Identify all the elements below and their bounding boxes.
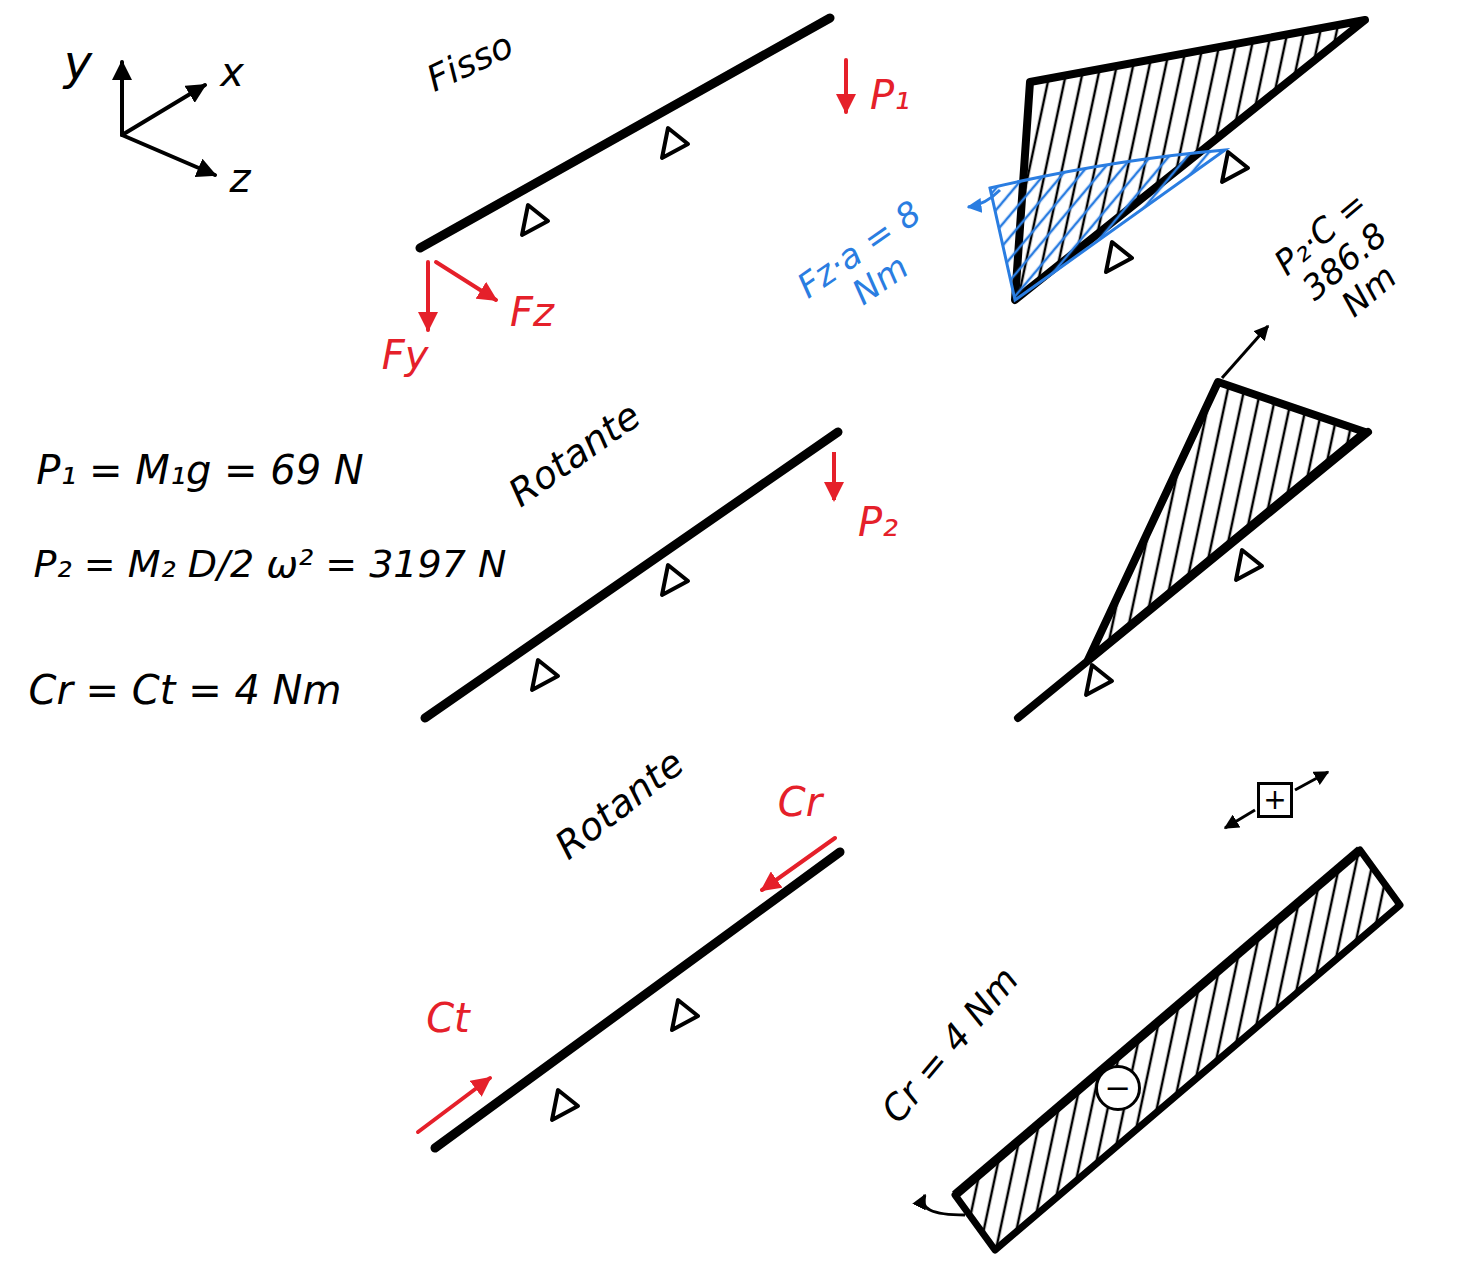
load-label: Fz <box>510 290 554 334</box>
support-type: Rotante <box>548 742 692 867</box>
load-label: P₂ <box>858 500 898 544</box>
load-label: Fy <box>382 333 429 377</box>
load-label: Cr <box>778 780 822 824</box>
formula: Cr = Ct = 4 Nm <box>29 668 342 712</box>
sign-symbol: − <box>1095 1065 1141 1111</box>
load-label: Ct <box>426 996 470 1040</box>
support-type: Fisso <box>421 25 520 99</box>
torque-value: Cr = 4 Nm <box>874 960 1026 1130</box>
load-label: P₁ <box>870 73 910 117</box>
sign-symbol: + <box>1257 782 1293 818</box>
axis-label: y <box>64 36 92 89</box>
moment-value: Fz·a = 8 Nm <box>783 188 957 341</box>
support-type: Rotante <box>501 395 648 515</box>
axis-label: x <box>220 50 244 94</box>
moment-value: P₂·C = 386.8 Nm <box>1248 168 1443 357</box>
formula: P₁ = M₁g = 69 N <box>36 448 364 492</box>
formula: P₂ = M₂ D/2 ω² = 3197 N <box>34 544 507 586</box>
axis-label: z <box>230 156 251 200</box>
